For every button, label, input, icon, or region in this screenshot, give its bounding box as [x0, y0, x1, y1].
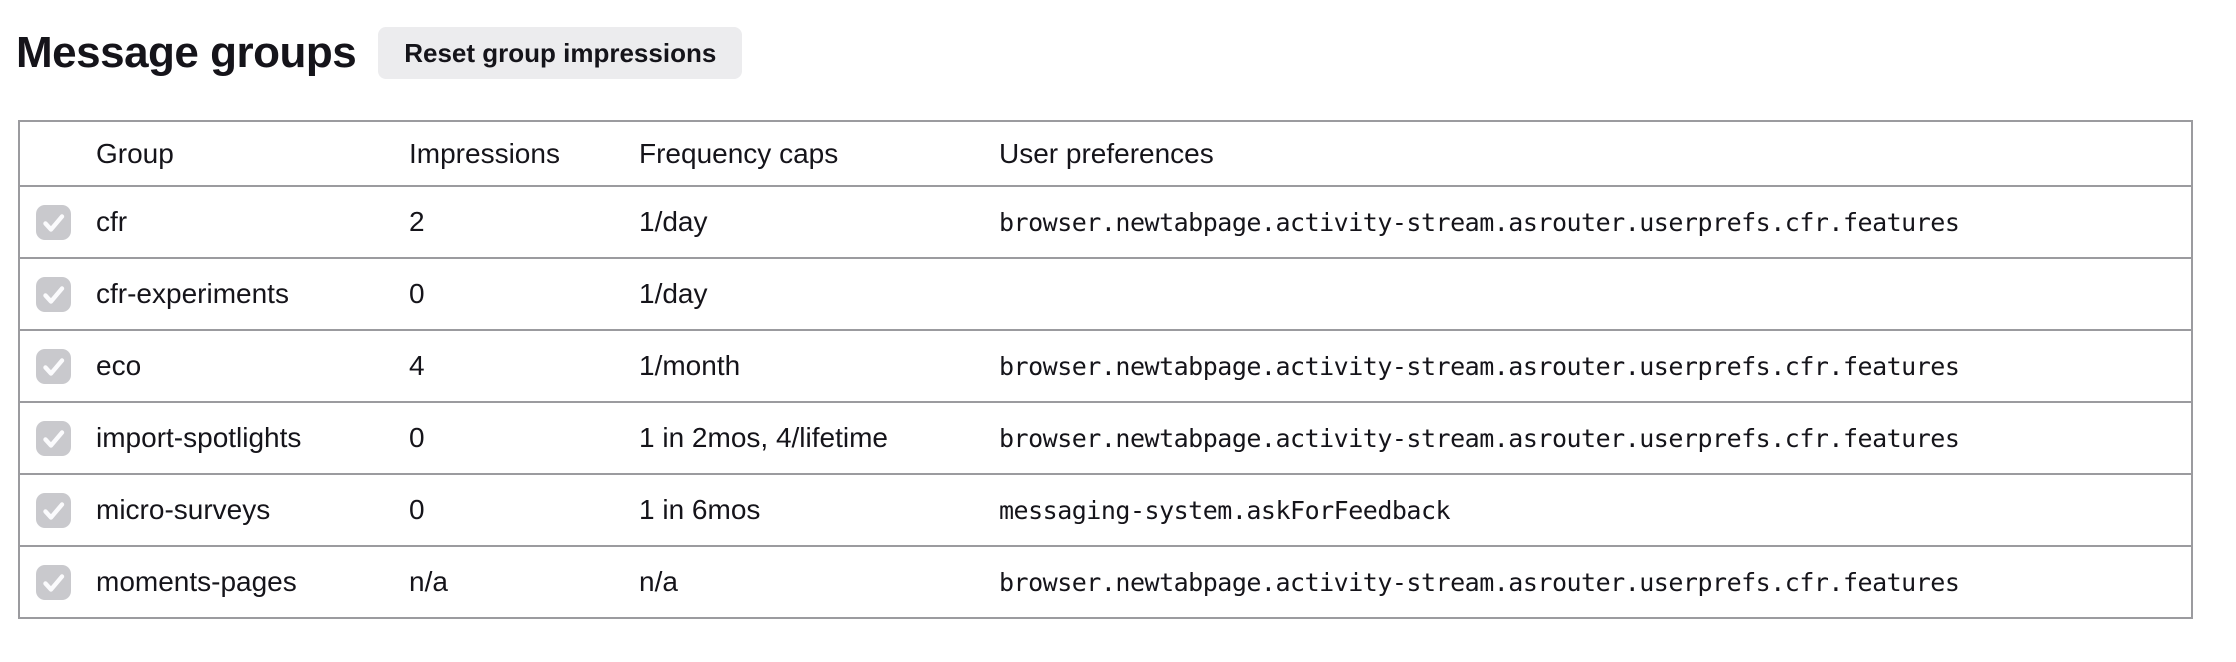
table-header-row: Group Impressions Frequency caps User pr…: [19, 121, 2192, 187]
group-checkbox-cell: [19, 473, 96, 546]
impressions-column-header: Impressions: [409, 121, 639, 187]
frequency-caps-cell: 1 in 6mos: [639, 473, 999, 546]
table-header: Group Impressions Frequency caps User pr…: [19, 121, 2192, 187]
group-enabled-checkbox[interactable]: [36, 204, 71, 240]
checkbox-column-header: [19, 121, 96, 187]
user-preferences-cell: browser.newtabpage.activity-stream.asrou…: [999, 401, 2192, 474]
impressions-cell: n/a: [409, 545, 639, 618]
frequency-caps-cell: 1/day: [639, 257, 999, 330]
frequency-caps-cell: n/a: [639, 545, 999, 618]
frequency-caps-cell: 1 in 2mos, 4/lifetime: [639, 401, 999, 474]
check-icon: [43, 357, 65, 376]
reset-group-impressions-button[interactable]: Reset group impressions: [378, 27, 743, 79]
group-checkbox-cell: [19, 186, 96, 258]
group-enabled-checkbox[interactable]: [36, 492, 71, 528]
group-checkbox-cell: [19, 257, 96, 330]
group-name-cell: cfr-experiments: [96, 257, 409, 330]
table-row: cfr 2 1/day browser.newtabpage.activity-str…: [19, 186, 2192, 258]
user-preferences-cell: browser.newtabpage.activity-stream.asrou…: [999, 207, 1960, 237]
group-enabled-checkbox[interactable]: [36, 420, 71, 456]
group-name-cell: import-spotlights: [96, 401, 409, 474]
group-enabled-checkbox[interactable]: [36, 564, 71, 600]
impressions-cell: 0: [409, 473, 639, 546]
impressions-cell: 2: [409, 206, 425, 237]
frequency-caps-column-header: Frequency caps: [639, 121, 999, 187]
check-icon: [43, 213, 65, 232]
check-icon: [43, 285, 65, 304]
frequency-caps-cell: 1/month: [639, 329, 999, 402]
page-title: Message groups: [16, 28, 357, 77]
group-enabled-checkbox[interactable]: [36, 276, 71, 312]
user-preferences-cell: browser.newtabpage.activity-stream.asrou…: [999, 545, 2192, 618]
group-name-cell: eco: [96, 329, 409, 402]
group-name-cell: cfr: [96, 206, 128, 237]
user-preferences-cell: messaging-system.askForFeedback: [999, 473, 2192, 546]
group-name-cell: micro-surveys: [96, 473, 409, 546]
page-header: Message groups Reset group impressions: [16, 26, 2236, 80]
impressions-cell: 0: [409, 257, 639, 330]
group-name-cell: moments-pages: [96, 545, 409, 618]
check-icon: [43, 501, 65, 520]
user-preferences-cell: browser.newtabpage.activity-stream.asrou…: [999, 329, 2192, 402]
check-icon: [43, 429, 65, 448]
group-checkbox-cell: [19, 401, 96, 474]
impressions-cell: 0: [409, 401, 639, 474]
group-checkbox-cell: [19, 545, 96, 618]
group-checkbox-cell: [19, 329, 96, 402]
frequency-caps-cell: 1/day: [639, 206, 708, 237]
user-preferences-column-header: User preferences: [999, 121, 2192, 187]
user-preferences-cell: [999, 257, 2192, 330]
check-icon: [43, 573, 65, 592]
message-groups-table: Group Impressions Frequency caps User pr…: [18, 120, 2193, 619]
group-column-header: Group: [96, 121, 409, 187]
group-enabled-checkbox[interactable]: [36, 348, 71, 384]
impressions-cell: 4: [409, 329, 639, 402]
